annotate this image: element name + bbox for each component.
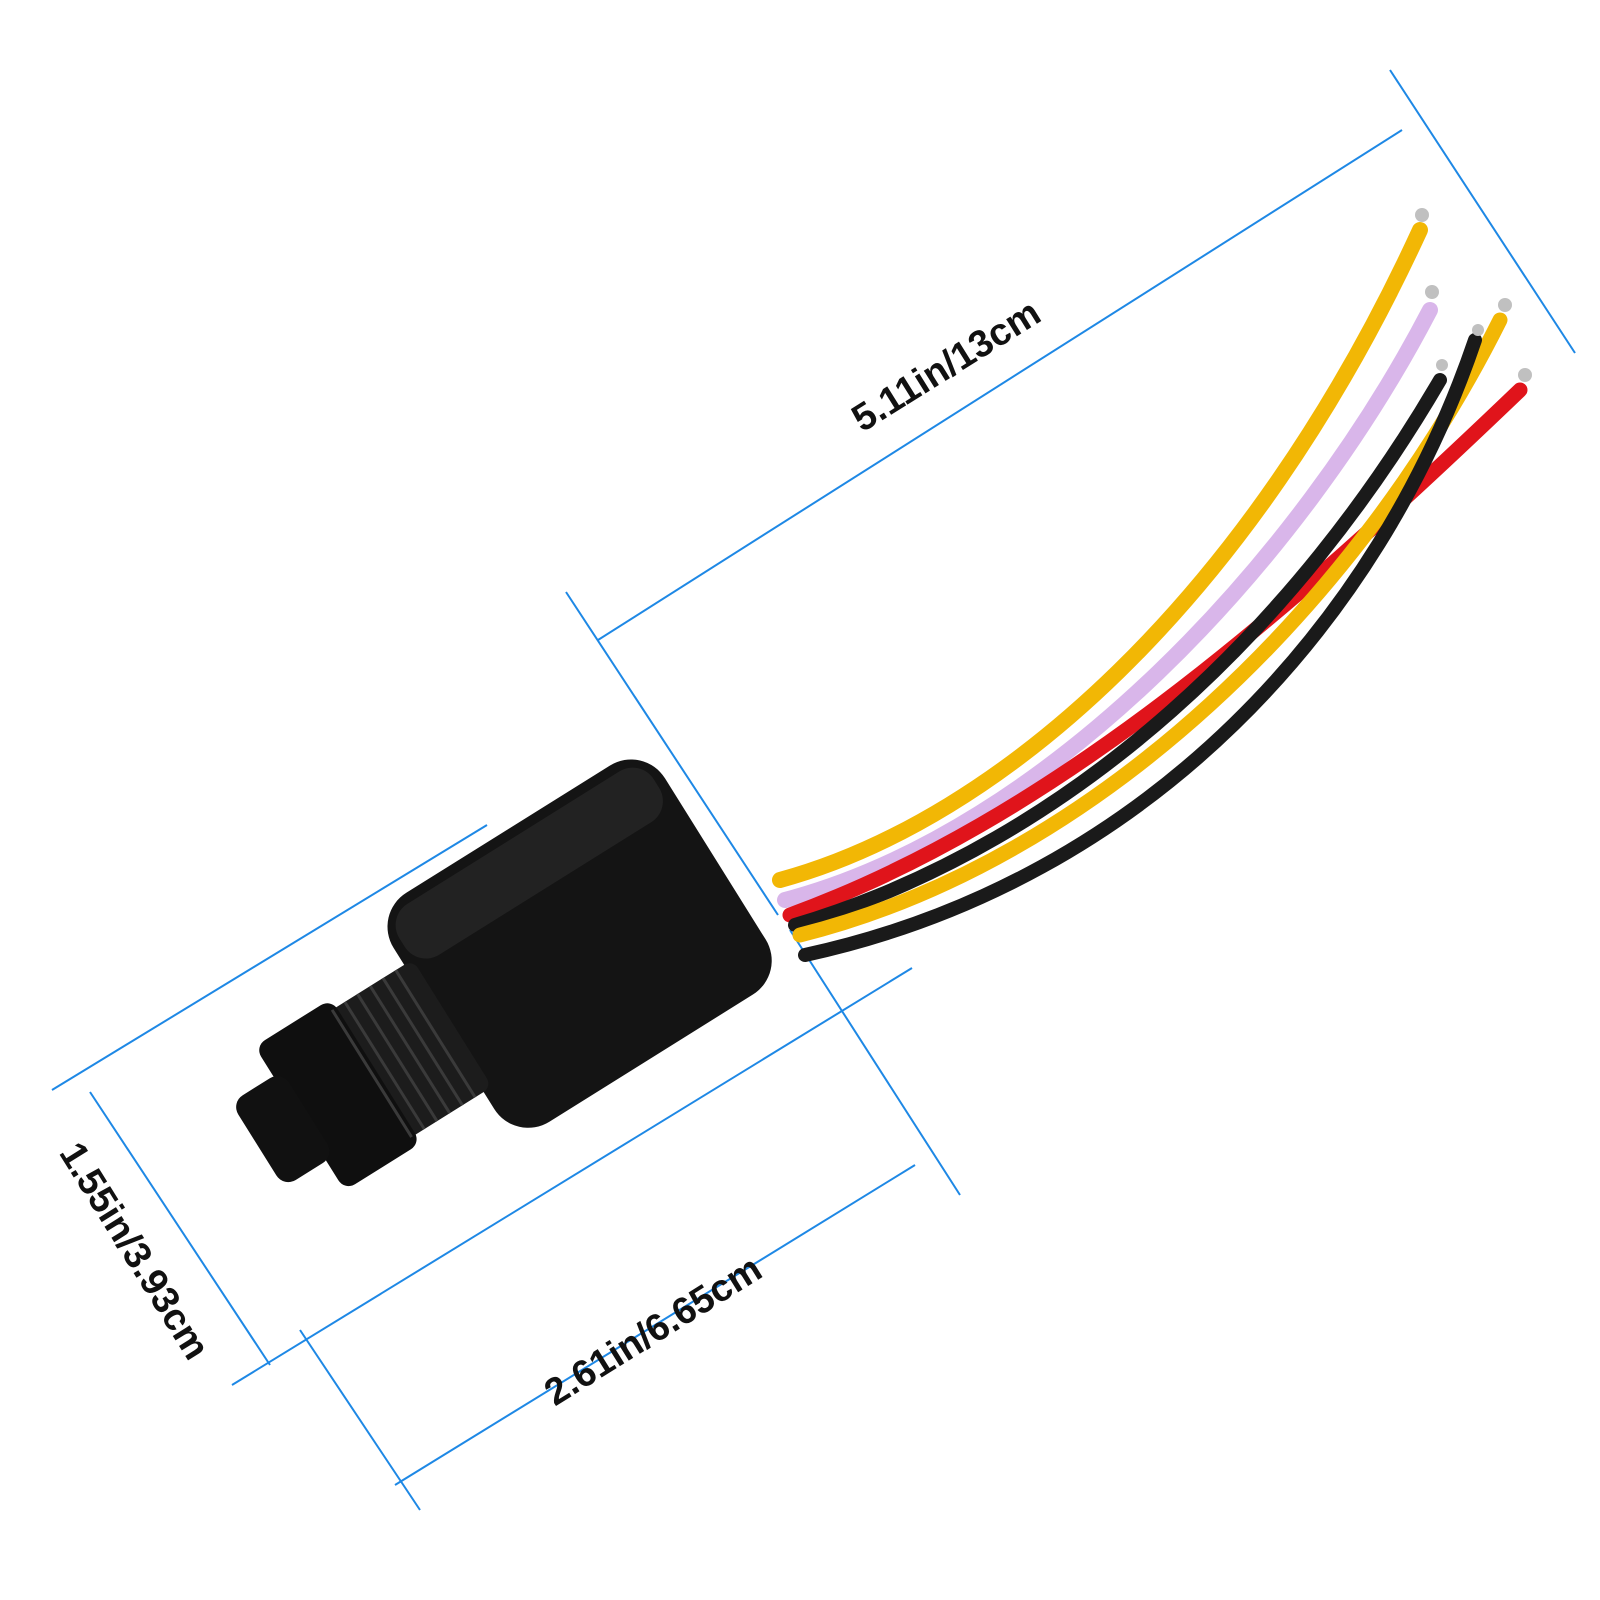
dimension-lines (51, 69, 1576, 1511)
connector-body (236, 759, 772, 1187)
wire-tips (1415, 208, 1532, 382)
lead-wires (772, 222, 1528, 962)
